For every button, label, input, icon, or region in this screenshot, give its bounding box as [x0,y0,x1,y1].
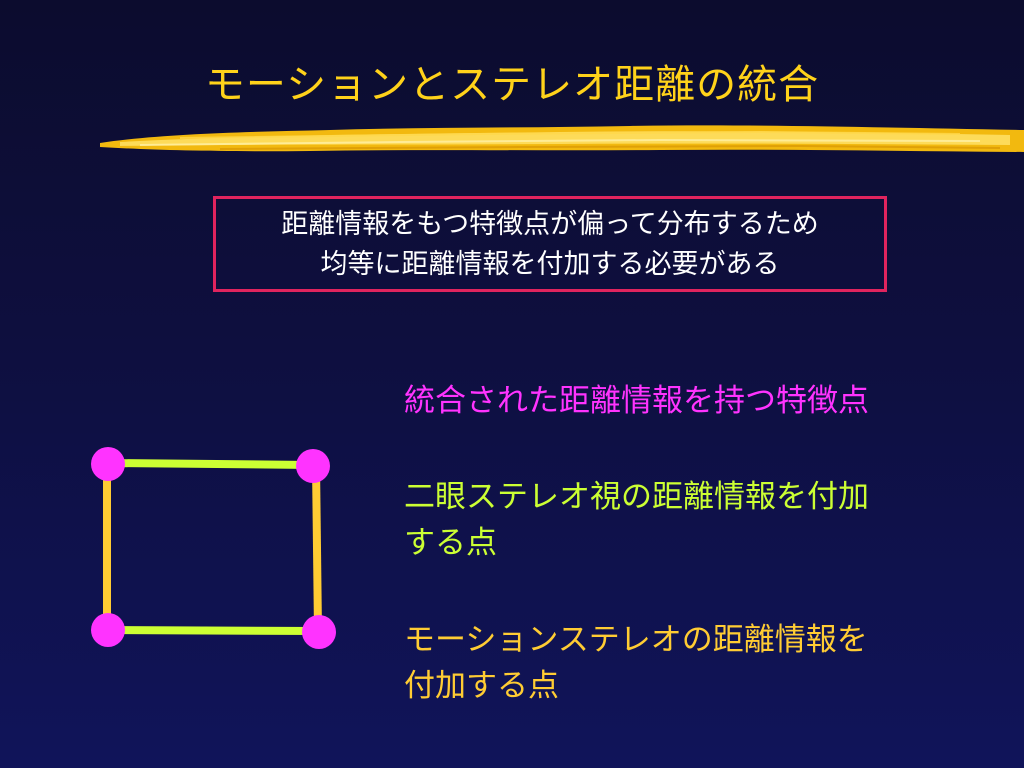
slide-title: モーションとステレオ距離の統合 [204,62,820,108]
note-line-2: 均等に距離情報を付加する必要がある [320,249,780,280]
feature-point-bottom-right [302,615,336,649]
stereo-edge-top [107,459,314,469]
legend-stereo-points: 二眼ステレオ視の距離情報を付加 する点 [404,474,869,566]
title-underline-brushstroke [100,125,1024,152]
note-box: 距離情報をもつ特徴点が偏って分布するため 均等に距離情報を付加する必要がある [213,196,887,292]
legend-stereo-line-2: する点 [404,525,497,561]
legend-motion-line-1: モーションステレオの距離情報を [404,622,868,658]
motion-edge-right [312,464,322,632]
note-line-1: 距離情報をもつ特徴点が偏って分布するため [281,209,819,240]
stereo-edge-bottom [107,626,319,635]
feature-point-diagram [91,447,336,649]
feature-point-top-left [91,447,125,481]
legend-merged-line-1: 統合された距離情報を持つ特徴点 [404,383,869,419]
legend-stereo-line-1: 二眼ステレオ視の距離情報を付加 [404,479,869,515]
legend-merged-points: 統合された距離情報を持つ特徴点 [404,378,869,424]
legend-motion-line-2: 付加する点 [404,668,559,704]
feature-point-bottom-left [91,613,125,647]
feature-point-top-right [296,449,330,483]
legend-motion-points: モーションステレオの距離情報を 付加する点 [404,617,868,709]
